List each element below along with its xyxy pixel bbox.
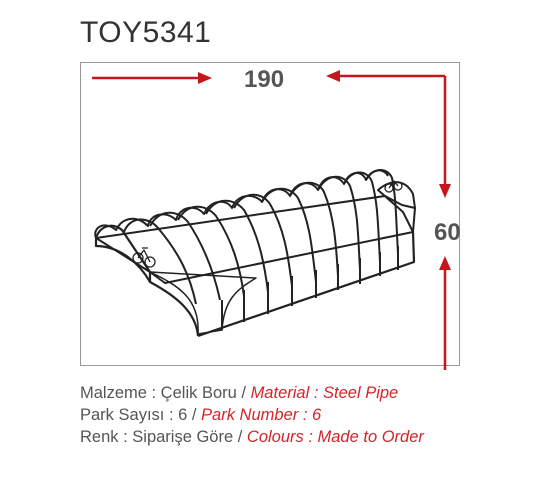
spec-material-en: Material : Steel Pipe [250,384,399,402]
width-arrow-left [92,72,212,84]
spec-list: Malzeme : Çelik Boru / Material : Steel … [80,382,424,448]
bike-rack-illustration [94,169,416,338]
spec-colours: Renk : Siparişe Göre / Colours : Made to… [80,426,424,448]
width-arrow-right [326,70,445,82]
spec-colours-tr: Renk : Siparişe Göre / [80,428,247,446]
spec-material-tr: Malzeme : Çelik Boru / [80,384,251,402]
spec-colours-en: Colours : Made to Order [246,428,424,446]
spec-material: Malzeme : Çelik Boru / Material : Steel … [80,382,424,404]
height-arrow-bottom [439,256,451,370]
spec-park-number-en: Park Number : 6 [201,406,322,424]
spec-park-number-tr: Park Sayısı : 6 / [80,406,202,424]
product-code: TOY5341 [80,16,212,49]
spec-park-number: Park Sayısı : 6 / Park Number : 6 [80,404,424,426]
height-dimension: 60 [434,219,461,246]
drawing-frame [80,62,460,366]
width-dimension: 190 [244,66,285,93]
height-arrow-top [439,76,451,198]
